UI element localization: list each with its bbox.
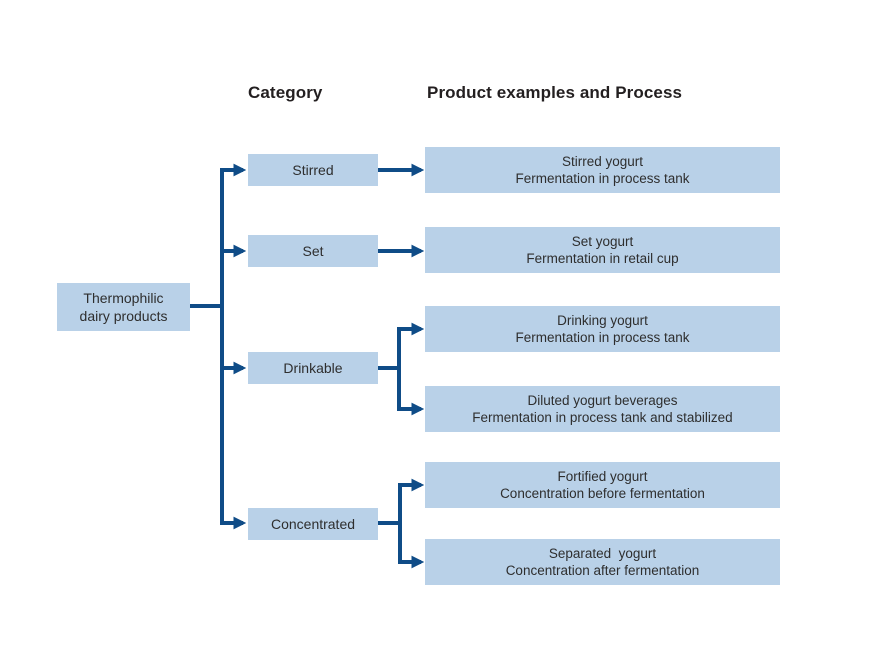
product-process: Fermentation in process tank (515, 330, 690, 345)
product-title: Drinking yogurt (557, 313, 648, 328)
product-node-set-yogurt: Set yogurt Fermentation in retail cup (425, 227, 780, 273)
product-node-stirred-yogurt: Stirred yogurt Fermentation in process t… (425, 147, 780, 193)
category-label: Set (302, 243, 324, 259)
product-process: Concentration before fermentation (500, 486, 705, 501)
product-node-fortified-yogurt: Fortified yogurt Concentration before fe… (425, 462, 780, 508)
product-title: Set yogurt (571, 234, 634, 249)
product-title: Separated yogurt (548, 546, 657, 561)
product-title: Fortified yogurt (557, 469, 648, 484)
product-node-drinking-yogurt: Drinking yogurt Fermentation in process … (425, 306, 780, 352)
category-label: Concentrated (270, 516, 356, 532)
products-column-heading: Product examples and Process (427, 83, 683, 102)
root-node-label-line1: Thermophilic (83, 290, 164, 306)
product-process: Fermentation in process tank (515, 171, 690, 186)
root-node-thermophilic-dairy-products: Thermophilic dairy products (57, 283, 190, 331)
product-process: Fermentation in retail cup (526, 251, 679, 266)
category-node-stirred: Stirred (248, 154, 378, 186)
category-label: Drinkable (283, 360, 343, 376)
root-node-label-line2: dairy products (79, 308, 168, 324)
category-column-heading: Category (248, 83, 323, 102)
product-process: Fermentation in process tank and stabili… (472, 410, 733, 425)
product-title: Diluted yogurt beverages (527, 393, 678, 408)
category-node-concentrated: Concentrated (248, 508, 378, 540)
product-process: Concentration after fermentation (505, 563, 700, 578)
product-node-separated-yogurt: Separated yogurt Concentration after fer… (425, 539, 780, 585)
category-label: Stirred (292, 162, 334, 178)
product-node-diluted-yogurt-beverages: Diluted yogurt beverages Fermentation in… (425, 386, 780, 432)
product-title: Stirred yogurt (561, 154, 644, 169)
category-node-drinkable: Drinkable (248, 352, 378, 384)
category-node-set: Set (248, 235, 378, 267)
